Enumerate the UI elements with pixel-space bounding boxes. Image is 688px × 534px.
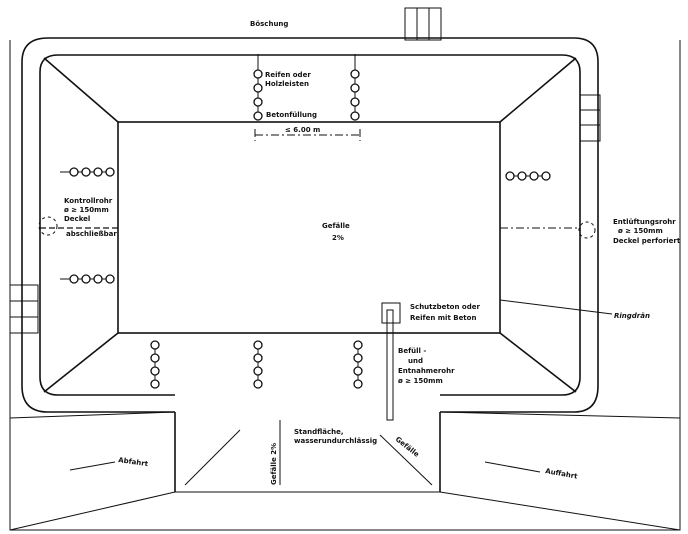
tyre-ring [253,69,263,79]
inner-wall [39,54,581,396]
tyre-ring [105,167,115,177]
tyre-ring [253,83,263,93]
tyre-ring [93,274,103,284]
control-pipe-label-3: Deckel [64,215,90,223]
tyre-ring [353,379,363,389]
ring-drain-label: Ringdrän [614,312,650,320]
entry-label: Auffahrt [545,467,579,481]
tyre-ring [541,171,551,181]
center-slope-value: 2% [332,234,344,242]
tyre-ring [69,274,79,284]
control-pipe-label-2: ø ≥ 150mm [64,206,109,214]
tyre-ring [529,171,539,181]
tyres-label-2: Holzleisten [265,80,309,88]
control-pipe-label: Kontrollrohr [64,197,113,205]
tyre-ring [353,340,363,350]
entry-arrow [484,461,541,473]
stand-area-label: Standfläche, [294,428,344,436]
tyre-ring [150,340,160,350]
tyre-ring [517,171,527,181]
tyre-chains [60,54,551,389]
tyre-ring [150,379,160,389]
fill-pipe [381,302,401,421]
embankment-label: Böschung [250,20,288,28]
control-pipe-icon [38,216,58,236]
exit-label: Abfahrt [118,456,149,468]
tyre-ring [350,97,360,107]
outer-wall [21,37,599,413]
protection-label: Schutzbeton oder [410,303,480,311]
tyre-ring [505,171,515,181]
fill-pipe-label-2: und [408,357,423,365]
tyre-ring [81,274,91,284]
tyre-ring [350,111,360,121]
tyre-ring [253,366,263,376]
exit-arrow [69,461,116,471]
center-slope-label: Gefälle [322,222,350,230]
tyre-ring [353,366,363,376]
vertical-slope-label: Gefälle 2% [270,443,278,485]
diagonal-slope-label: Gefälle [394,435,421,459]
pit-floor [117,121,501,334]
stairs-left [9,284,39,334]
tyre-ring [93,167,103,177]
stand-area-label-2: wasserundurchlässig [294,437,377,445]
tyre-ring [69,167,79,177]
stairs-top [404,7,442,41]
fill-pipe-label: Befüll - [398,347,426,355]
tyre-ring [253,379,263,389]
vent-pipe-label-3: Deckel perforiert [613,237,681,245]
tyre-ring [353,353,363,363]
ramp-area [9,411,681,531]
width-dimension [254,129,361,141]
concrete-fill-label: Betonfüllung [266,111,317,119]
fill-pipe-label-4: ø ≥ 150mm [398,377,443,385]
vent-pipe-label: Entlüftungsrohr [613,218,676,226]
tyre-ring [350,69,360,79]
vent-pipe-label-2: ø ≥ 150mm [618,227,663,235]
tyre-ring [253,111,263,121]
protection-label-2: Reifen mit Beton [410,314,476,322]
tyre-ring [150,366,160,376]
tyre-ring [253,340,263,350]
tyre-ring [105,274,115,284]
tyre-ring [150,353,160,363]
tyres-label: Reifen oder [265,71,311,79]
width-label: ≤ 6.00 m [285,126,320,134]
tyre-ring [81,167,91,177]
vent-pipe-icon [578,221,596,239]
tyre-ring [253,97,263,107]
tyre-ring [253,353,263,363]
tyre-ring [350,83,360,93]
stairs-right [579,94,601,142]
control-pipe-label-4: abschließbar [66,230,117,238]
fill-pipe-label-3: Entnahmerohr [398,367,455,375]
